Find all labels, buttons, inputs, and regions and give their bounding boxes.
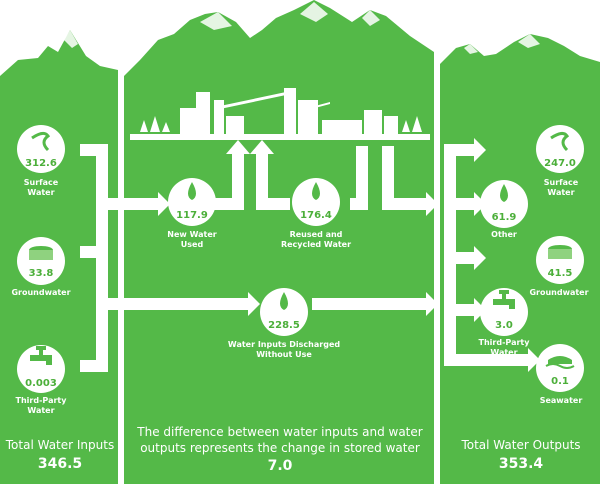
output-surface-value: 247.0: [544, 158, 576, 169]
difference-value: 7.0: [267, 458, 293, 474]
input-third-party-circle: [17, 345, 65, 393]
output-seawater-label: Seawater: [539, 396, 583, 405]
output-seawater-circle: [536, 344, 584, 392]
node-circles: [17, 125, 584, 393]
input-surface-value: 312.6: [25, 158, 57, 169]
arrow-to-outputs-used: [426, 192, 438, 216]
river-icon-left: [31, 131, 51, 152]
output-other-label: Other: [491, 230, 517, 239]
reused-label: Reused and Recycled Water: [280, 230, 352, 249]
arrow-to-discharged: [248, 292, 260, 316]
output-third-party-circle: [480, 288, 528, 336]
input-third-party-label: Third-Party Water: [15, 396, 67, 415]
total-outputs-label: Total Water Outputs: [461, 438, 581, 452]
input-ground-value: 33.8: [28, 268, 54, 279]
wave-icon: [545, 356, 575, 369]
new-water-circle: [168, 178, 216, 226]
output-surface-label: Surface Water: [543, 178, 579, 197]
input-third-party-value: 0.003: [25, 378, 57, 389]
mine-facility-icon: [130, 88, 430, 140]
input-ground-label: Groundwater: [11, 288, 71, 297]
total-inputs-value: 346.5: [37, 456, 83, 472]
output-ground-value: 41.5: [547, 268, 573, 279]
output-third-party-value: 3.0: [495, 320, 513, 331]
total-outputs-value: 353.4: [498, 456, 544, 472]
arrow-to-new-water: [158, 192, 170, 216]
discharged-circle: [260, 288, 308, 336]
ground-icon-left: [29, 246, 53, 260]
output-ground-label: Groundwater: [529, 288, 589, 297]
reused-value: 176.4: [300, 210, 332, 221]
faucet-icon-right: [493, 290, 515, 309]
input-ground-circle: [17, 237, 65, 285]
flow-pipes: [80, 138, 540, 372]
new-water-value: 117.9: [176, 210, 208, 221]
output-other-circle: [480, 180, 528, 228]
output-other-value: 61.9: [491, 212, 517, 223]
ground-icon-right: [548, 245, 572, 259]
input-surface-circle: [17, 125, 65, 173]
reused-circle: [292, 178, 340, 226]
output-seawater-value: 0.1: [551, 376, 569, 387]
discharged-value: 228.5: [268, 320, 300, 331]
arrow-to-outputs-discharged: [426, 292, 438, 316]
discharged-label: Water Inputs Discharged Without Use: [227, 340, 341, 359]
input-surface-label: Surface Water: [23, 178, 59, 197]
output-surface-circle: [536, 125, 584, 173]
output-third-party-label: Third-Party Water: [478, 338, 530, 357]
new-water-label: New Water Used: [167, 230, 217, 249]
total-inputs-label: Total Water Inputs: [5, 438, 115, 452]
output-ground-circle: [536, 236, 584, 284]
difference-text: The difference between water inputs and …: [137, 425, 423, 455]
water-drop-icons: [188, 182, 508, 310]
faucet-icon-left: [30, 346, 52, 365]
snow-caps: [64, 2, 540, 54]
river-icon-right: [550, 131, 570, 152]
